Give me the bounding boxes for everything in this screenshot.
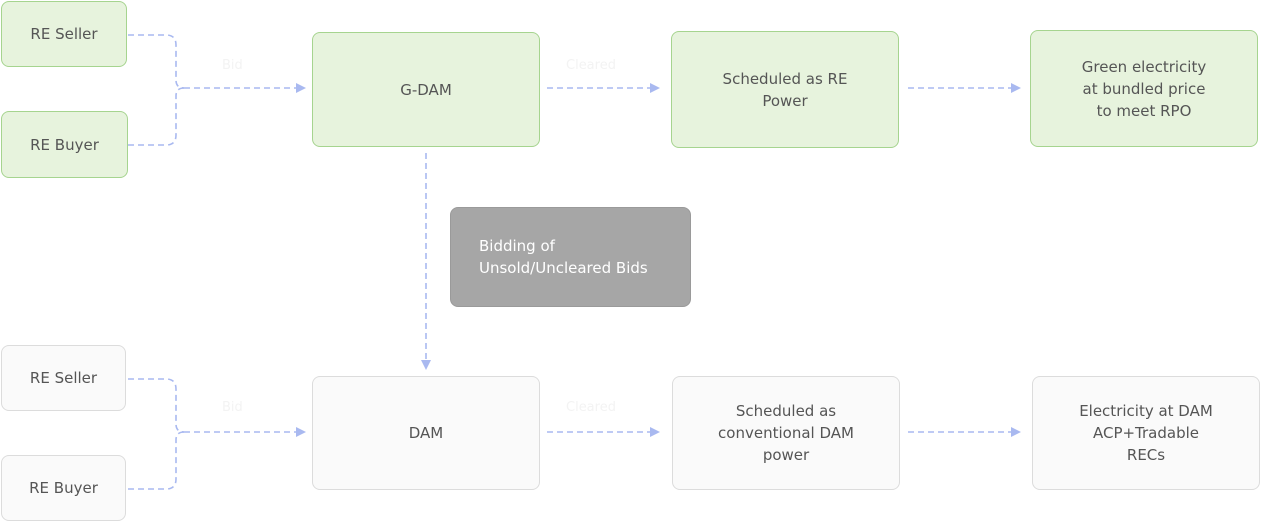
node-bidding-unsold: Bidding of Unsold/Uncleared Bids bbox=[450, 207, 691, 307]
node-scheduled-re-power: Scheduled as RE Power bbox=[671, 31, 899, 148]
node-top-re-buyer: RE Buyer bbox=[1, 111, 128, 178]
node-dam: DAM bbox=[312, 376, 540, 490]
node-top-re-seller: RE Seller bbox=[1, 1, 127, 67]
edge-label-top-cleared: Cleared bbox=[566, 58, 616, 73]
connector-top-seller bbox=[128, 34, 185, 89]
node-green-electricity: Green electricity at bundled price to me… bbox=[1030, 30, 1258, 147]
node-electricity-dam: Electricity at DAM ACP+Tradable RECs bbox=[1032, 376, 1260, 490]
edge-label-bottom-bid: Bid bbox=[222, 400, 243, 415]
edge-label-top-bid: Bid bbox=[222, 58, 243, 73]
node-g-dam: G-DAM bbox=[312, 32, 540, 147]
node-scheduled-dam-power: Scheduled as conventional DAM power bbox=[672, 376, 900, 490]
node-bottom-re-seller: RE Seller bbox=[1, 345, 126, 411]
node-bottom-re-buyer: RE Buyer bbox=[1, 455, 126, 521]
connector-top-buyer bbox=[128, 87, 185, 146]
connector-bottom-buyer bbox=[128, 431, 185, 490]
connector-bottom-seller bbox=[128, 378, 185, 433]
edge-label-bottom-cleared: Cleared bbox=[566, 400, 616, 415]
